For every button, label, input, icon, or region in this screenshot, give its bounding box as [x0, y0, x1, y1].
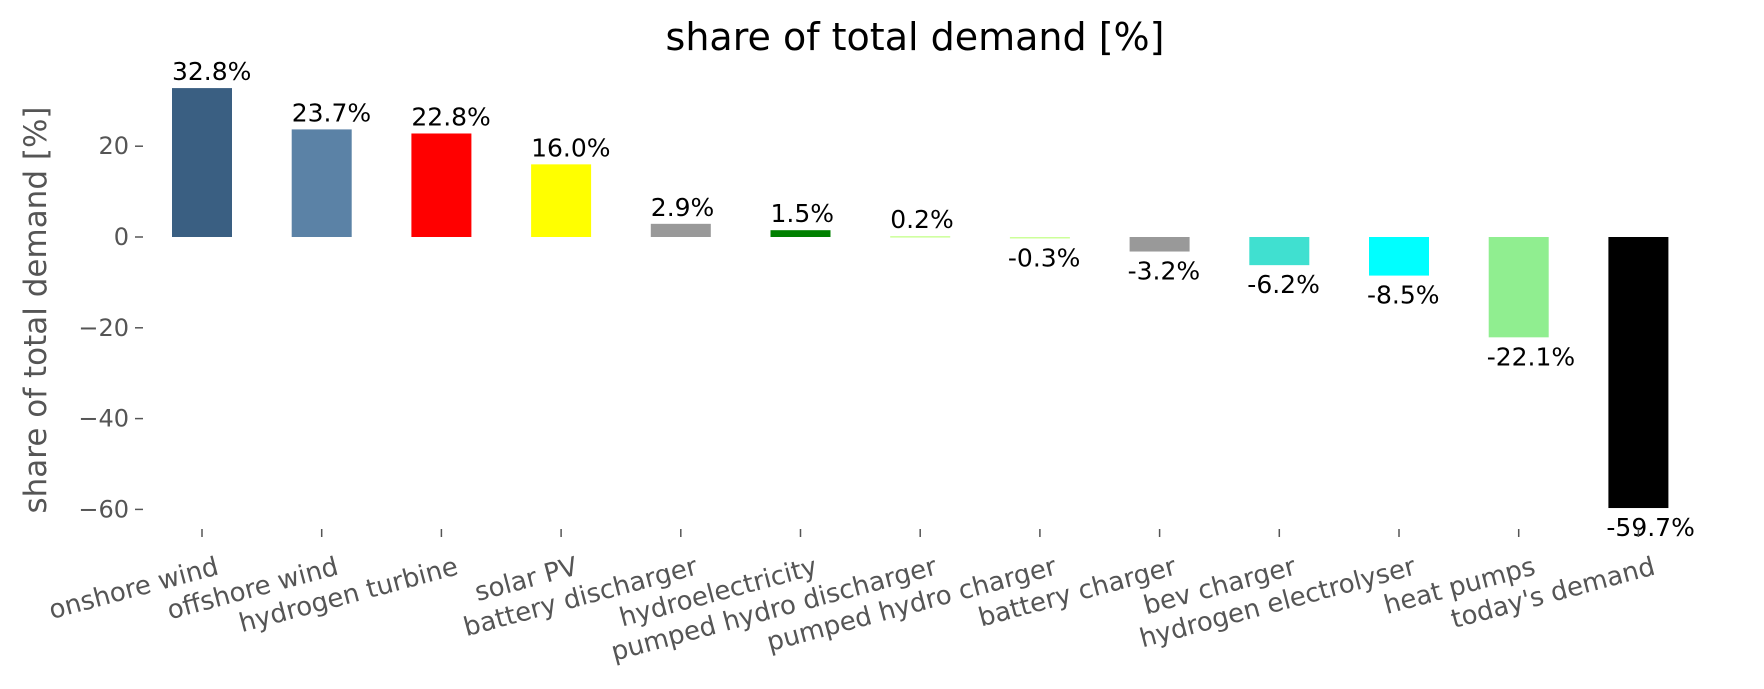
data-label: 2.9% — [651, 193, 715, 222]
data-label: 32.8% — [172, 57, 251, 86]
bar — [411, 133, 472, 237]
chart-title: share of total demand [%] — [666, 15, 1165, 59]
bar — [291, 129, 352, 237]
y-tick-label: −40 — [78, 405, 129, 433]
bar — [1009, 237, 1070, 239]
bar — [770, 230, 831, 237]
bar — [1249, 237, 1310, 266]
data-label: 22.8% — [411, 102, 490, 131]
data-label: 1.5% — [771, 199, 835, 228]
bar — [531, 164, 592, 237]
bar — [650, 223, 711, 237]
data-label: 23.7% — [292, 98, 371, 127]
y-tick-label: −20 — [78, 314, 129, 342]
bar — [1488, 237, 1549, 338]
y-tick-label: −60 — [78, 495, 129, 523]
bar — [172, 88, 232, 237]
data-label: -8.5% — [1367, 281, 1440, 310]
data-label: -59.7% — [1606, 513, 1694, 542]
y-axis-label: share of total demand [%] — [18, 106, 54, 513]
data-label: -0.3% — [1008, 243, 1081, 272]
y-tick-label: 20 — [98, 132, 129, 160]
bars: 32.8% 23.7% 22.8% 16.0% 2.9% 1.5% 0.2% -0.3% -3.… — [172, 57, 1695, 542]
bar — [1608, 237, 1669, 509]
bar — [1129, 237, 1190, 252]
bar — [1369, 237, 1429, 276]
data-label: 0.2% — [890, 205, 954, 234]
bar — [890, 236, 951, 238]
y-axis: 20 0 −20 −40 −60 — [78, 132, 143, 523]
y-tick-label: 0 — [114, 223, 129, 251]
data-label: -3.2% — [1128, 257, 1201, 286]
data-label: -6.2% — [1247, 270, 1320, 299]
data-label: -22.1% — [1487, 342, 1575, 371]
data-label: 16.0% — [531, 133, 610, 162]
